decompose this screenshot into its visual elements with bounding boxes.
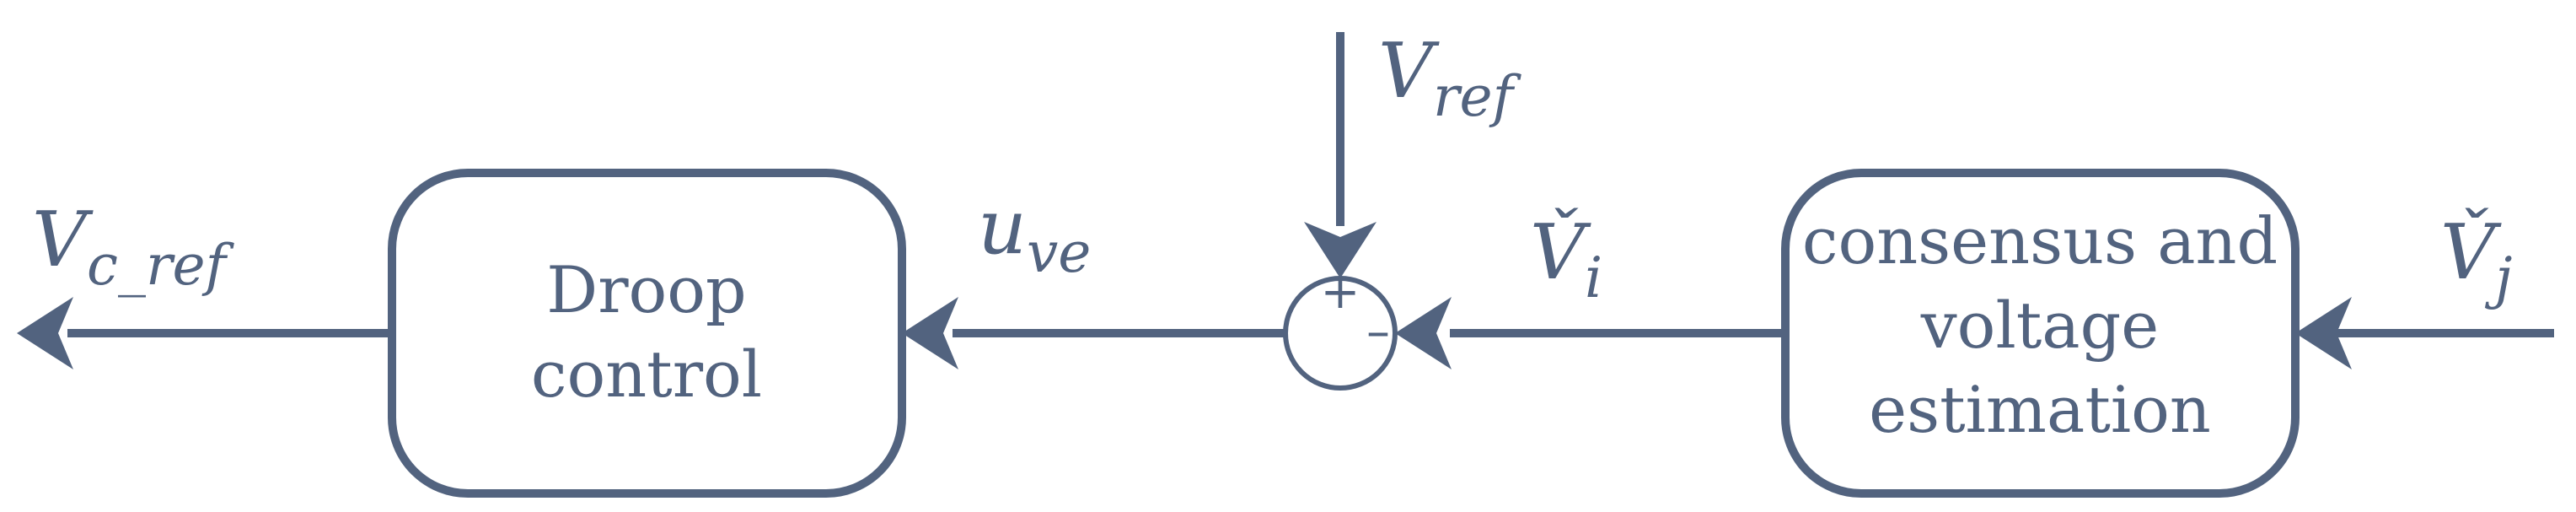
label-vj: V̌j [2440, 208, 2512, 310]
label-uve: uve [978, 183, 1091, 285]
arrowhead-into-droop [902, 297, 958, 369]
droop-label-line2: control [531, 337, 762, 412]
arrowhead-vref-down [1304, 222, 1377, 278]
arrowhead-output [17, 297, 73, 369]
droop-control-block [388, 169, 906, 498]
label-vi: V̌i [1530, 208, 1602, 310]
droop-label-line1: Droop [546, 252, 746, 327]
label-output: Vc_ref [32, 196, 235, 298]
plus-sign: + [1321, 265, 1360, 320]
consensus-label-line3: estimation [1869, 372, 2211, 447]
label-vref: Vref [1378, 27, 1522, 129]
minus-sign: – [1366, 305, 1390, 359]
arrowhead-into-junction [1395, 297, 1452, 369]
consensus-label-line2: voltage [1920, 288, 2159, 363]
arrowhead-into-consensus [2295, 297, 2352, 369]
consensus-label-line1: consensus and [1802, 203, 2278, 278]
